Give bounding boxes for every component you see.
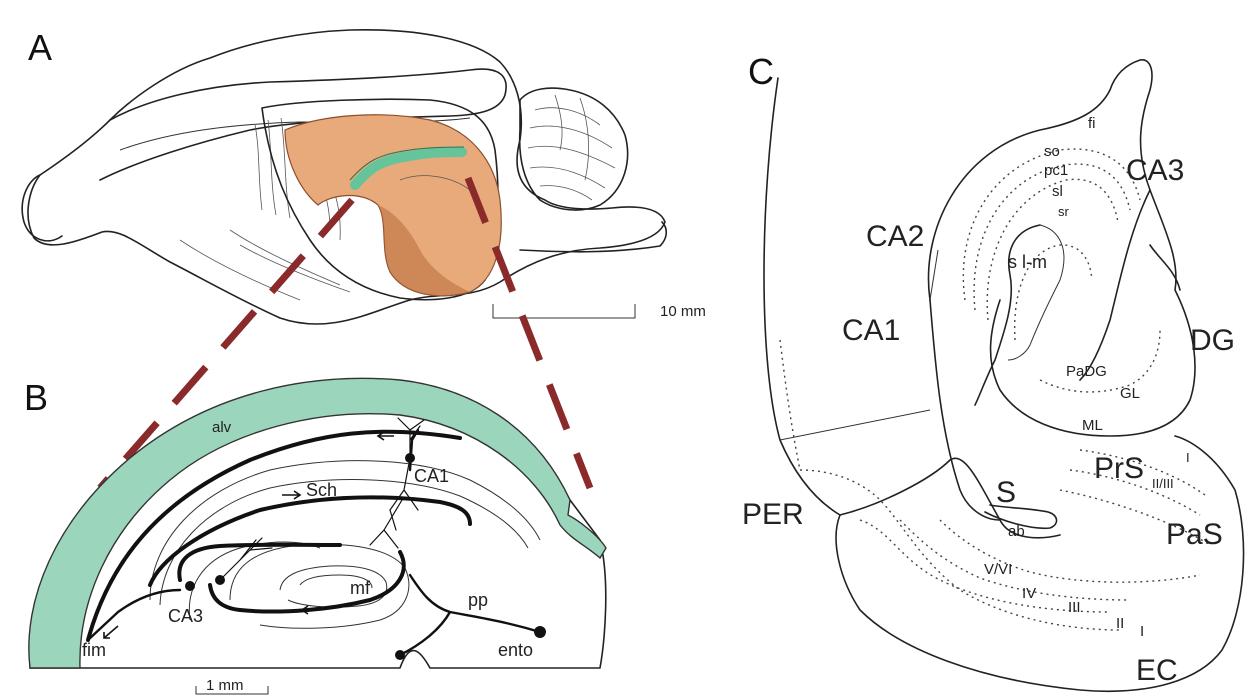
- layer-iii: III: [1068, 599, 1081, 616]
- perforant-path-2: [400, 612, 450, 655]
- label-ca3: CA3: [168, 606, 203, 626]
- label-mf: mf: [350, 578, 371, 598]
- layer-sl: sl: [1052, 183, 1063, 200]
- layer-padg: PaDG: [1066, 363, 1107, 380]
- layer-i: I: [1140, 623, 1144, 640]
- alveus-band: [29, 378, 606, 668]
- layer-sr: sr: [1058, 204, 1070, 219]
- cerebellum-folia: [528, 95, 615, 200]
- layer-pc1: pc1: [1044, 162, 1068, 179]
- brainstem: [520, 222, 666, 252]
- mossy-fiber-2: [179, 545, 340, 580]
- label-fim: fim: [82, 640, 106, 660]
- panel-c-label: C: [748, 51, 774, 92]
- region-ca1: CA1: [842, 314, 900, 347]
- panel-c: C CA3: [742, 51, 1244, 691]
- cerebellum: [520, 88, 628, 210]
- region-pas: PaS: [1166, 518, 1223, 551]
- layer-fi: fi: [1088, 115, 1096, 132]
- layer-vvi: V/VI: [984, 561, 1012, 578]
- region-ca2: CA2: [866, 220, 924, 253]
- layer-so: so: [1044, 143, 1060, 160]
- layer-ii: II: [1116, 615, 1124, 632]
- label-alv: alv: [212, 419, 232, 436]
- label-ento: ento: [498, 640, 533, 660]
- region-prs: PrS: [1094, 452, 1144, 485]
- region-dg: DG: [1190, 324, 1235, 357]
- layer-slm: s l-m: [1008, 252, 1047, 272]
- per-boundary: [780, 410, 930, 440]
- region-per: PER: [742, 498, 804, 531]
- subiculum-curve: [930, 300, 1000, 520]
- layer-gl: GL: [1120, 385, 1140, 402]
- inner-loop: [189, 542, 320, 620]
- layer-prs-i: I: [1186, 450, 1190, 465]
- panel-a: A: [22, 27, 706, 324]
- dotted-layer-boundaries: [780, 149, 1210, 630]
- ca1-axon: [410, 430, 418, 470]
- panel-b: B: [24, 377, 606, 694]
- scale-bar-b-label: 1 mm: [206, 677, 244, 694]
- region-s: S: [996, 476, 1016, 509]
- ca-inner-outline: [1080, 190, 1150, 380]
- layer-ml: ML: [1082, 417, 1103, 434]
- region-ec: EC: [1136, 654, 1178, 687]
- layer-ab: ab: [1008, 523, 1025, 540]
- label-pp: pp: [468, 590, 488, 610]
- dentate-gyrus-2: [1008, 225, 1064, 360]
- subiculum-line: [930, 250, 938, 300]
- panel-a-label: A: [28, 27, 52, 68]
- scale-bar-a-label: 10 mm: [660, 303, 706, 320]
- scale-bar-a: [493, 304, 635, 318]
- ca-outline: [928, 60, 1195, 436]
- panel-b-label: B: [24, 377, 48, 418]
- region-ca3: CA3: [1126, 154, 1184, 187]
- layer-prs-iiiii: II/III: [1152, 476, 1174, 491]
- label-sch: Sch: [306, 480, 337, 500]
- layer-iv: IV: [1022, 585, 1036, 602]
- neurons: [185, 453, 546, 660]
- label-ca1: CA1: [414, 466, 449, 486]
- dentate-outer: [230, 544, 409, 628]
- schaffer-collateral: [150, 497, 470, 585]
